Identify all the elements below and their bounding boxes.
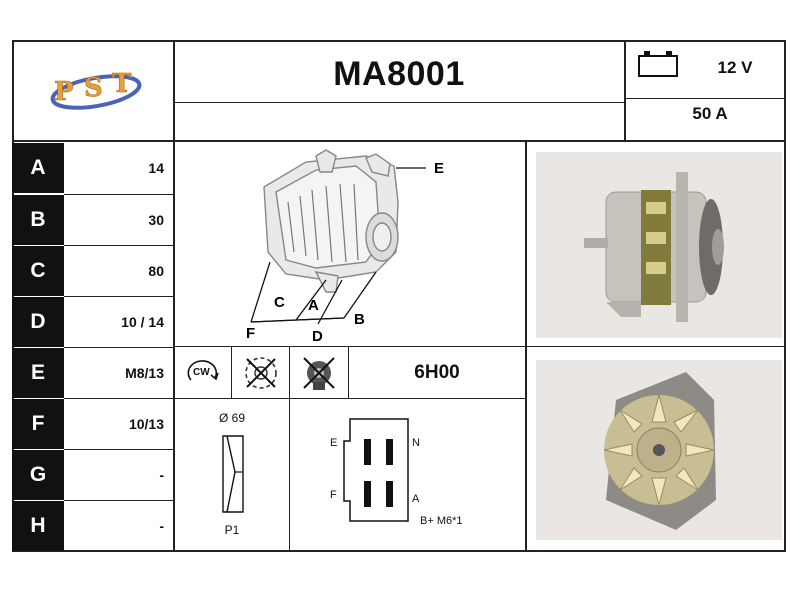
- label-b: B: [354, 311, 365, 328]
- spec-value-h: -: [159, 518, 164, 534]
- spec-letter-f: F: [12, 399, 64, 449]
- label-f: F: [246, 325, 255, 342]
- label-e: E: [434, 160, 444, 177]
- clockwise-rotation-icon: CW: [185, 358, 221, 388]
- svg-text:T: T: [112, 69, 132, 99]
- alternator-drawing-icon: E C A B F D: [246, 149, 444, 345]
- spec-letter-c: C: [12, 246, 64, 296]
- current-value: 50 A: [692, 104, 728, 123]
- spec-letter-d: D: [12, 297, 64, 347]
- connector-f: F: [330, 489, 337, 501]
- connector-a: A: [412, 493, 420, 505]
- spec-letter-h: H: [12, 501, 64, 551]
- dimension-diagram: E C A B F D: [176, 142, 524, 345]
- connector-e: E: [330, 437, 338, 449]
- spec-letter-b: B: [12, 195, 64, 245]
- spec-value-b: 30: [148, 212, 164, 228]
- rotation-label: CW: [193, 366, 210, 378]
- connector-n: N: [412, 437, 420, 449]
- terminal-label: B+ M6*1: [420, 515, 463, 527]
- label-c: C: [274, 294, 285, 311]
- spec-value-g: -: [159, 467, 164, 483]
- no-regulator-icon: [303, 356, 335, 390]
- pulley-type: P1: [224, 523, 240, 537]
- pst-logo-icon: P S T: [50, 69, 142, 110]
- regulator-crossed-cell: [290, 347, 348, 398]
- spec-letter-e: E: [12, 348, 64, 398]
- code-value: 6H00: [414, 361, 460, 383]
- spec-value-f: 10/13: [128, 416, 164, 432]
- pulley-cell: Ø 69 P1: [175, 399, 289, 550]
- no-fan-icon: [244, 356, 277, 389]
- pulley-diameter: Ø 69: [218, 411, 245, 425]
- rotation-cell: CW: [175, 347, 231, 398]
- connector-icon: [343, 418, 409, 522]
- spec-value-d: 10 / 14: [121, 314, 164, 330]
- spec-letter-a: A: [12, 143, 64, 193]
- spec-letter-g: G: [12, 450, 64, 500]
- label-a: A: [308, 297, 319, 314]
- alternator-front-photo: [536, 360, 782, 540]
- fan-crossed-cell: [232, 347, 289, 398]
- brand-logo: P S T: [40, 60, 150, 120]
- part-number: MA8001: [333, 54, 465, 93]
- alternator-side-photo: [536, 152, 782, 338]
- spec-value-e: M8/13: [125, 365, 164, 381]
- battery-icon: [636, 48, 682, 78]
- spec-value-c: 80: [148, 263, 164, 279]
- svg-text:P: P: [54, 77, 74, 107]
- pulley-icon: [222, 435, 244, 513]
- label-d: D: [312, 328, 323, 345]
- connector-cell: E N F A B+ M6*1: [290, 399, 525, 550]
- spec-value-a: 14: [148, 160, 164, 176]
- svg-text:S: S: [84, 73, 103, 103]
- voltage-value: 12 V: [717, 58, 753, 77]
